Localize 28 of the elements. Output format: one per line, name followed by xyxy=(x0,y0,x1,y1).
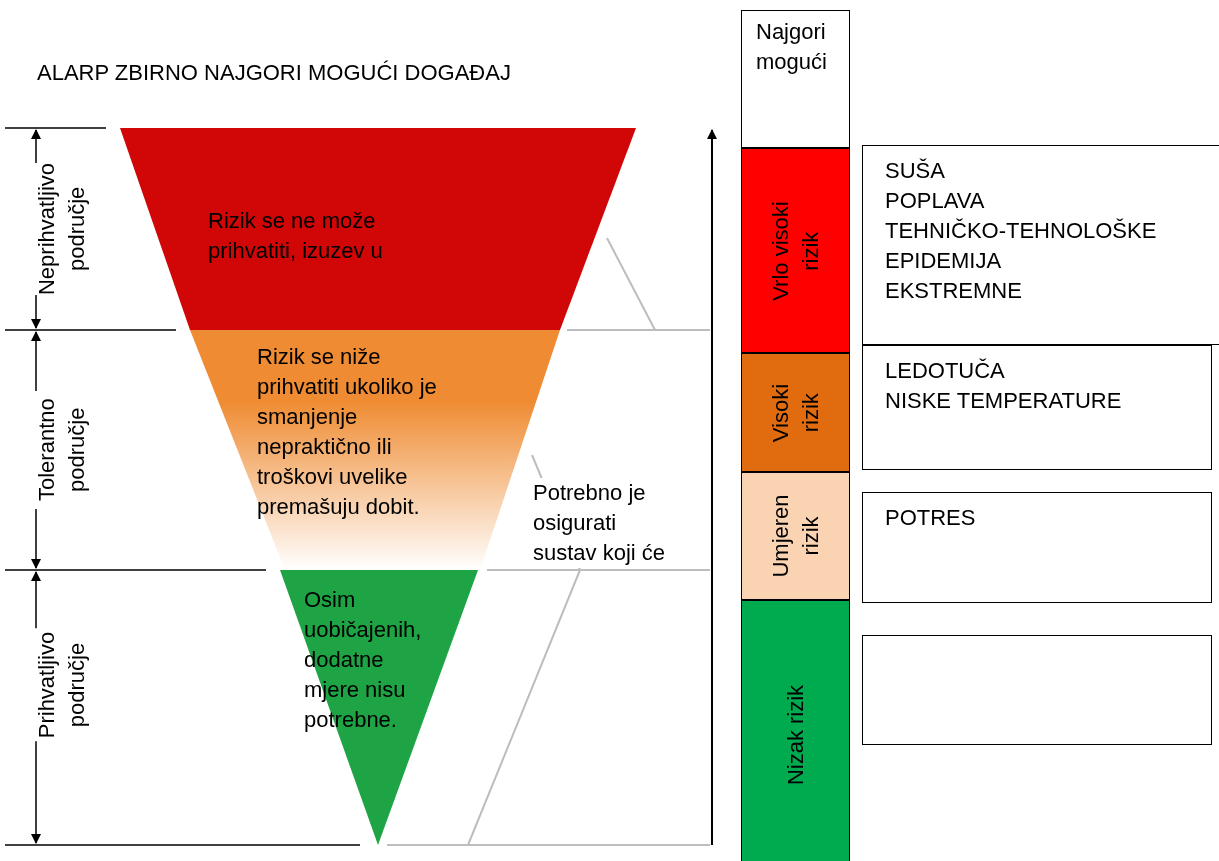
scale-cell xyxy=(741,10,850,148)
hazard-item: TEHNIČKO-TEHNOLOŠKE xyxy=(885,218,1158,244)
hazard-item: SUŠA xyxy=(885,158,946,184)
hazard-item: NISKE TEMPERATURE xyxy=(885,388,1123,414)
hazard-item: LEDOTUČA xyxy=(885,358,1006,384)
band-label: Nizak rizik xyxy=(781,684,809,786)
region-label: Tolerantno područje xyxy=(32,391,92,509)
hazard-item: POTRES xyxy=(885,505,977,531)
scale-band xyxy=(741,600,850,861)
hazard-item: EKSTREMNE xyxy=(885,278,1023,304)
hazard-item: POPLAVA xyxy=(885,188,986,214)
band-label: Umjeren rizik xyxy=(766,494,824,578)
scale-band xyxy=(741,472,850,600)
band-text: Rizik se ne može prihvatiti, izuzev u xyxy=(208,207,384,265)
hazard-box xyxy=(862,145,1219,345)
band-text: Rizik se niže prihvatiti ukoliko je smanjenje nepraktično ili troškovi uvelike premašuju dobit. xyxy=(257,343,438,521)
hazard-box xyxy=(862,635,1212,745)
band-label: Visoki rizik xyxy=(766,383,824,442)
band-label: Vrlo visoki rizik xyxy=(766,199,824,302)
hazard-box xyxy=(862,345,1212,470)
region-label: Neprihvatljivo područje xyxy=(32,162,92,296)
region-label: Prihvatljivo područje xyxy=(32,628,92,741)
scale-band xyxy=(741,353,850,472)
hazard-box xyxy=(862,492,1212,603)
hazard-item: EPIDEMIJA xyxy=(885,248,1003,274)
title: ALARP ZBIRNO NAJGORI MOGUĆI DOGAĐAJ xyxy=(37,59,511,87)
band-label: Najgori mogući xyxy=(756,18,828,76)
scale-band xyxy=(741,148,850,353)
